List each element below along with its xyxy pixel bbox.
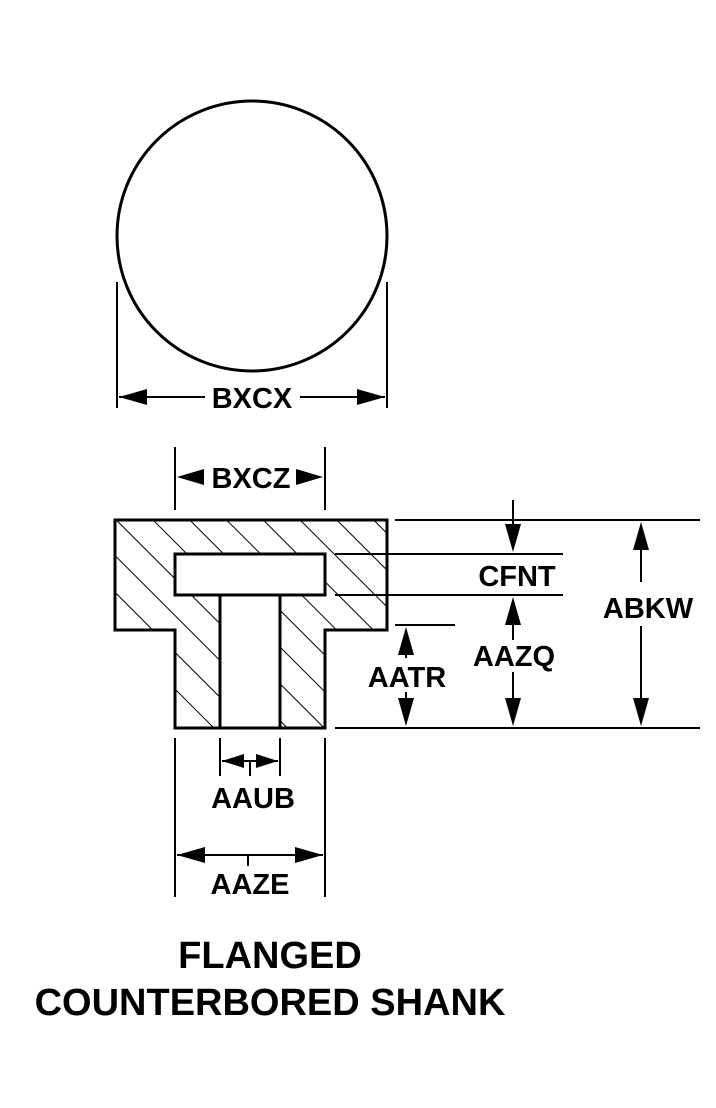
aaub-dimension: AAUB xyxy=(211,754,295,815)
title-line-2: COUNTERBORED SHANK xyxy=(35,982,506,1024)
abkw-label: ABKW xyxy=(603,593,694,625)
aazq-dimension: AAZQ xyxy=(473,641,555,726)
bxcz-label: BXCZ xyxy=(212,463,291,495)
aatr-label: AATR xyxy=(368,662,446,694)
bxcx-dimension: BXCX xyxy=(119,383,385,415)
cfnt-dimension: CFNT xyxy=(478,500,556,640)
bxcz-dimension: BXCZ xyxy=(177,463,323,495)
section-body xyxy=(113,518,389,730)
aaze-label: AAZE xyxy=(211,869,290,901)
abkw-dimension: ABKW xyxy=(603,522,694,726)
top-view-circle xyxy=(115,99,389,373)
cfnt-label: CFNT xyxy=(478,561,556,593)
bxcx-label: BXCX xyxy=(212,383,293,415)
title-line-1: FLANGED xyxy=(178,935,362,977)
aatr-dimension: AATR xyxy=(368,627,446,726)
aaze-dimension: AAZE xyxy=(177,847,323,901)
aazq-label: AAZQ xyxy=(473,641,555,673)
aaub-label: AAUB xyxy=(211,783,295,815)
